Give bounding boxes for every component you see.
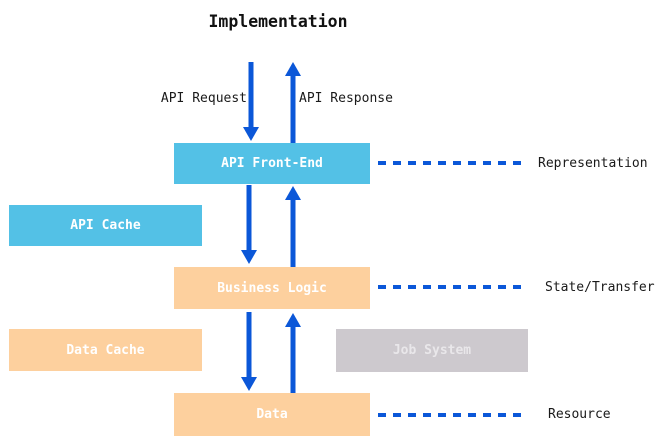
data-box: Data (174, 393, 370, 436)
frontend-to-logic-arrow-icon (241, 185, 257, 264)
business-logic-box: Business Logic (174, 267, 370, 309)
state-transfer-layer-label: State/Transfer (545, 280, 655, 295)
representation-layer-label: Representation (538, 156, 648, 171)
logic-to-data-arrow-icon (241, 312, 257, 391)
resource-dashed-connector (378, 413, 523, 417)
arrow-head (243, 127, 259, 141)
representation-dashed-connector (378, 161, 523, 165)
resource-layer-label: Resource (548, 407, 611, 422)
arrow-head (285, 62, 301, 76)
arrow-shaft (290, 326, 296, 393)
arrow-shaft (248, 62, 254, 128)
state-transfer-dashed-connector (378, 285, 523, 289)
api-response-arrow-icon (285, 62, 301, 143)
job-system-box: Job System (336, 329, 528, 372)
logic-to-frontend-arrow-icon (285, 186, 301, 267)
arrow-shaft (246, 312, 252, 378)
api-front-end-box: API Front-End (174, 143, 370, 184)
arrow-shaft (290, 75, 296, 143)
arrow-head (285, 313, 301, 327)
api-request-label: API Request (160, 91, 247, 106)
api-cache-box: API Cache (9, 205, 202, 246)
diagram-title: Implementation (208, 12, 348, 31)
api-request-arrow-icon (243, 62, 259, 141)
arrow-head (285, 186, 301, 200)
data-cache-box: Data Cache (9, 329, 202, 371)
arrow-head (241, 250, 257, 264)
arrow-shaft (290, 199, 296, 267)
arrow-head (241, 377, 257, 391)
arrow-shaft (246, 185, 252, 251)
data-to-logic-arrow-icon (285, 313, 301, 393)
api-response-label: API Response (299, 91, 393, 106)
